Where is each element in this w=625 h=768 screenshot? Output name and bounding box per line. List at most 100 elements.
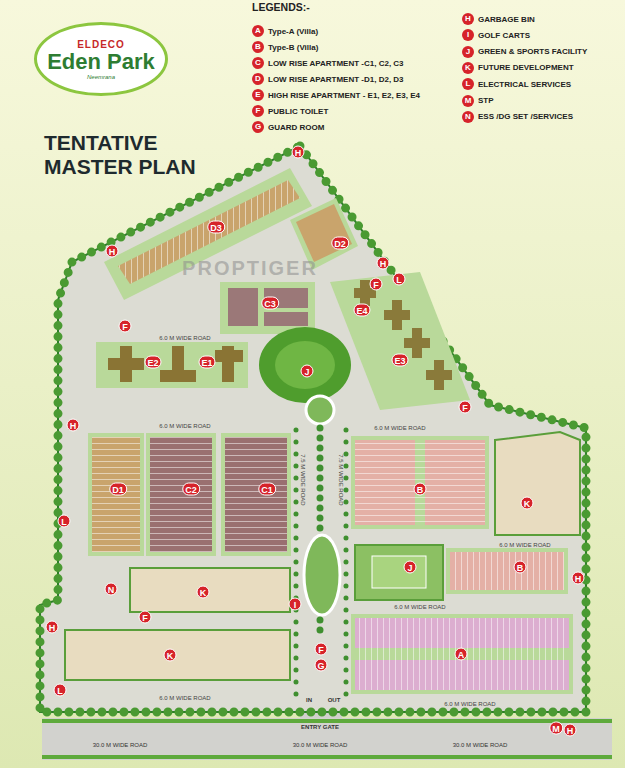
gate-label: OUT	[328, 697, 341, 704]
towers-e3-e4	[330, 272, 470, 410]
marker-letter: G	[317, 661, 324, 671]
legend-text: GREEN & SPORTS FACILITY	[478, 47, 587, 56]
site-boundary	[40, 146, 586, 712]
legend-swatch: A	[252, 25, 264, 37]
map-marker: H	[377, 257, 390, 270]
marker-letter: K	[524, 499, 531, 509]
legend-row: IGOLF CARTS	[462, 29, 530, 41]
map-marker: H	[46, 621, 59, 634]
map-marker: J	[404, 561, 417, 574]
marker-letter: M	[552, 724, 560, 734]
legend-letter: A	[255, 26, 261, 35]
marker-letter: D1	[112, 485, 124, 495]
road-label: 7.5 M WIDE ROAD	[299, 454, 306, 505]
legend-row: LELECTRICAL SERVICES	[462, 78, 571, 90]
road-label: 6.0 M WIDE ROAD	[499, 542, 550, 549]
logo-badge: ELDECOEden ParkNeemrana	[34, 22, 168, 96]
map-marker: H	[572, 572, 585, 585]
map-marker: G	[314, 659, 327, 672]
map-marker: K	[164, 649, 177, 662]
plan-title: TENTATIVE MASTER PLAN	[44, 131, 204, 179]
blocks-d1-c2-c1	[88, 433, 291, 556]
legend-letter: J	[466, 47, 470, 56]
map-marker: F	[370, 278, 383, 291]
marker-letter: K	[200, 588, 207, 598]
marker-letter: H	[70, 421, 77, 431]
legend-row: BType-B (Villa)	[252, 41, 318, 53]
map-marker: E3	[391, 354, 408, 367]
road-label: 6.0 M WIDE ROAD	[159, 423, 210, 430]
map-marker: H	[564, 724, 577, 737]
map-marker: M	[549, 722, 563, 735]
map-marker: F	[315, 643, 328, 656]
legend-text: GUARD ROOM	[268, 123, 324, 132]
legend-letter: K	[465, 63, 471, 72]
legend-swatch: C	[252, 57, 264, 69]
map-marker: K	[521, 497, 534, 510]
legend-swatch: G	[252, 121, 264, 133]
marker-letter: F	[122, 322, 128, 332]
legend-text: GOLF CARTS	[478, 31, 530, 40]
legend-letter: F	[256, 106, 261, 115]
map-marker: D1	[109, 483, 127, 496]
legend-text: ESS /DG SET /SERVICES	[478, 112, 573, 121]
map-marker: C2	[182, 483, 200, 496]
road-label: 6.0 M WIDE ROAD	[394, 604, 445, 611]
map-marker: L	[58, 515, 71, 528]
map-marker: D3	[207, 221, 225, 234]
road-label: 6.0 M WIDE ROAD	[159, 695, 210, 702]
legend-text: PUBLIC TOILET	[268, 107, 328, 116]
map-marker: L	[54, 684, 67, 697]
legend-text: HIGH RISE APARTMENT - E1, E2, E3, E4	[268, 91, 420, 100]
villas-a	[351, 614, 573, 694]
marker-letter: F	[318, 645, 324, 655]
map-marker: H	[292, 146, 305, 159]
marker-letter: E4	[356, 306, 367, 316]
map-marker: C3	[261, 297, 279, 310]
legend-letter: E	[255, 90, 260, 99]
legend-letter: C	[255, 58, 261, 67]
blocks-d3-d2	[104, 168, 358, 300]
marker-letter: H	[380, 259, 387, 269]
map-marker: E2	[144, 356, 161, 369]
legend-row: F PUBLIC TOILET	[252, 105, 328, 117]
map-marker: F	[139, 611, 152, 624]
legend-text: FUTURE DEVELOPMENT	[478, 63, 574, 72]
legend-letter: D	[255, 74, 261, 83]
marker-letter: C2	[185, 485, 197, 495]
map-marker: H	[106, 245, 119, 258]
boulevard	[296, 428, 346, 700]
green-park	[259, 327, 351, 424]
marker-letter: I	[294, 600, 297, 610]
marker-letter: E1	[201, 358, 212, 368]
map-marker: L	[393, 273, 406, 286]
map-marker: J	[301, 365, 314, 378]
map-marker: B	[514, 561, 527, 574]
marker-letter: N	[108, 585, 115, 595]
legend-heading: LEGENDS:-	[252, 4, 310, 11]
legend-row: MSTP	[462, 95, 494, 107]
legend-text: Type-A (Villa)	[268, 27, 318, 36]
road-label: 30.0 M WIDE ROAD	[453, 742, 508, 749]
legend-row: CLOW RISE APARTMENT -C1, C2, C3	[252, 57, 404, 69]
road-label: 6.0 M WIDE ROAD	[374, 425, 425, 432]
legend-swatch: D	[252, 73, 264, 85]
legend-swatch: K	[462, 62, 474, 74]
logo-text: ELDECO	[77, 39, 125, 50]
legend-swatch: J	[462, 46, 474, 58]
marker-letter: D2	[334, 239, 346, 249]
map-marker: N	[105, 583, 118, 596]
map-marker: E1	[198, 356, 215, 369]
marker-letter: L	[61, 517, 67, 527]
marker-letter: H	[567, 726, 574, 736]
marker-letter: L	[396, 275, 402, 285]
legend-row: DLOW RISE APARTMENT -D1, D2, D3	[252, 73, 404, 85]
legend-swatch: H	[462, 13, 474, 25]
map-marker: H	[67, 419, 80, 432]
legend-row: J GREEN & SPORTS FACILITY	[462, 46, 587, 58]
legend-text: STP	[478, 96, 494, 105]
marker-letter: E3	[394, 356, 405, 366]
road-label: 7.5 M WIDE ROAD	[337, 454, 344, 505]
marker-letter: H	[295, 148, 302, 158]
